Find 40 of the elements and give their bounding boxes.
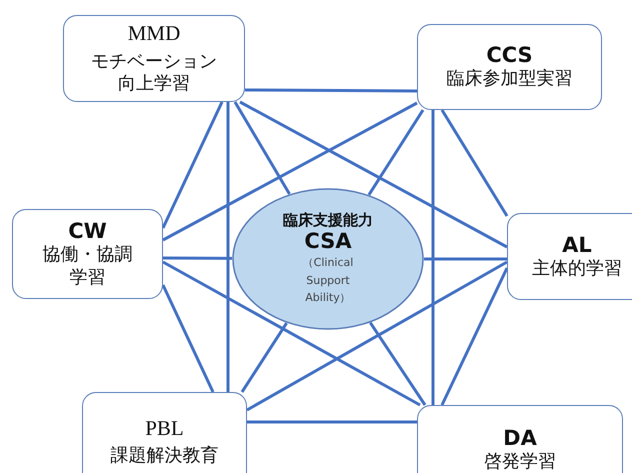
rounded-box: [417, 405, 623, 473]
box-text: 主体的学習: [532, 258, 622, 280]
connector-line: [247, 420, 417, 424]
rounded-box: [63, 15, 245, 102]
connector-line: [440, 109, 508, 217]
connector-line: [162, 260, 421, 406]
box-heading: PBL: [145, 416, 184, 442]
box-text: モチベーション向上学習: [90, 50, 218, 96]
rounded-box: [12, 209, 163, 299]
connector-line: [245, 88, 417, 92]
ellipse-title: CSA: [304, 229, 352, 254]
box-heading: CW: [68, 218, 107, 244]
connector-line: [162, 102, 418, 242]
connector-line: [240, 322, 288, 393]
box-text: 啓発学習: [484, 451, 556, 473]
box-text: 臨床参加型実習: [446, 68, 572, 91]
connector-line: [162, 256, 232, 260]
connector-line: [246, 260, 508, 412]
box-heading: CCS: [486, 43, 533, 68]
rounded-box: [507, 213, 632, 300]
ellipse-note: （Clinical Support Ability）: [302, 255, 354, 306]
connector-line: [440, 267, 508, 406]
connector-line: [424, 258, 507, 260]
connector-line: [162, 284, 214, 393]
rounded-box: [417, 24, 602, 110]
connector-line: [368, 109, 424, 196]
connector-line: [239, 100, 508, 248]
connector-line: [162, 101, 224, 229]
connector-line: [226, 102, 230, 392]
box-heading: AL: [562, 232, 592, 258]
connector-line: [234, 101, 291, 195]
box-heading: MMD: [128, 21, 180, 47]
box-text: 課題解決教育: [110, 445, 218, 468]
connector-line: [369, 322, 426, 406]
box-text: 協働・協調学習: [42, 244, 134, 290]
rounded-box: [82, 392, 247, 473]
box-heading: DA: [503, 426, 537, 452]
ellipse-heading: 臨床支援能力: [283, 211, 373, 230]
ellipse-node: [232, 188, 424, 330]
connector-line: [432, 110, 434, 405]
